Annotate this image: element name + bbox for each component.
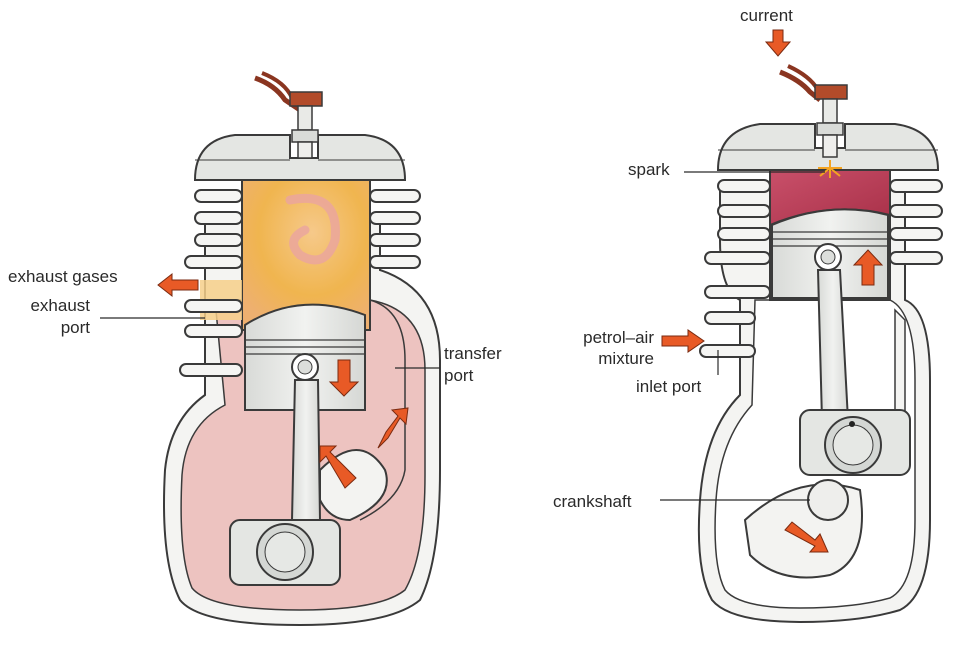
label-exhaust-gases: exhaust gases: [8, 267, 118, 286]
left-cylinder-head: [193, 134, 407, 181]
label-petrol-air-line1: petrol–air: [583, 328, 654, 347]
left-transfer-arrow-2: [377, 407, 409, 449]
left-cooling-fins-left: [179, 189, 243, 377]
right-cylinder-head: [716, 123, 940, 171]
label-transfer-port-line2: port: [444, 366, 474, 385]
right-crank-rotation-arrow: [784, 521, 829, 553]
right-intake-arrow: [661, 329, 705, 353]
right-cooling-fins-right: [889, 179, 943, 265]
left-exhaust-arrow: [157, 272, 199, 298]
label-petrol-air-line2: mixture: [598, 349, 654, 368]
right-spark-plug: [779, 64, 848, 158]
left-cooling-fins-right: [369, 189, 421, 269]
right-cooling-fins-left: [699, 179, 771, 358]
label-transfer-port-line1: transfer: [444, 344, 502, 363]
left-transfer-arrow-1: [319, 445, 357, 489]
right-connecting-rod: [799, 269, 911, 476]
label-inlet-port: inlet port: [636, 377, 702, 396]
label-crankshaft: crankshaft: [553, 492, 632, 511]
label-current: current: [740, 6, 793, 25]
label-exhaust-port-line1: exhaust: [30, 296, 90, 315]
label-spark: spark: [628, 160, 670, 179]
left-spark-plug: [254, 71, 323, 159]
left-connecting-rod: [229, 379, 341, 586]
right-engine-compression-stroke: [660, 29, 943, 624]
label-exhaust-port-line2: port: [60, 318, 90, 337]
left-engine-exhaust-stroke: [100, 71, 441, 627]
right-piston: [771, 208, 889, 299]
left-piston-down-arrow: [328, 359, 360, 397]
right-piston-up-arrow: [852, 249, 884, 286]
right-current-arrow: [764, 29, 792, 57]
